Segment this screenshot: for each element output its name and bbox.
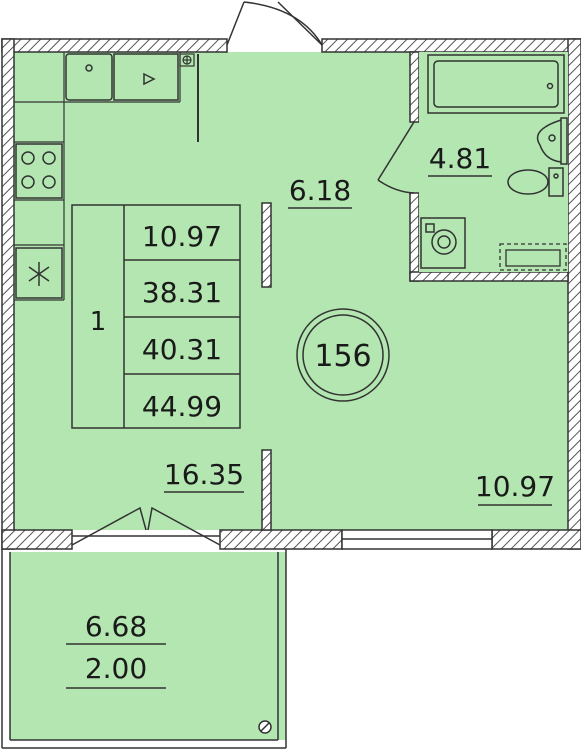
- stove-icon: [15, 143, 63, 199]
- wall-bottom-mid: [219, 529, 343, 550]
- bathtub-icon: [427, 54, 565, 114]
- sink-icon: [65, 53, 179, 101]
- balcony-fixings: [258, 720, 272, 734]
- bathroom-wall-left: [409, 51, 420, 123]
- wall-bottom-right: [491, 529, 581, 550]
- entrance-door: [226, 1, 323, 46]
- bathroom-wall-left-low: [409, 192, 420, 282]
- window-bottom: [341, 529, 493, 550]
- balcony-door: [71, 506, 221, 546]
- wall-top-left: [1, 38, 228, 53]
- wall-left: [1, 38, 15, 550]
- unit-number-badge: [296, 308, 390, 402]
- wall-bottom-left: [1, 529, 73, 550]
- interior-walls: [261, 51, 569, 531]
- balcony-reduced-area-label: 2.00: [85, 652, 147, 685]
- outer-walls: [1, 38, 581, 550]
- fridge-icon: [15, 247, 63, 299]
- unit-number: 156: [314, 339, 371, 374]
- kitchen-area-summary: 10.97: [142, 220, 222, 253]
- kitchen-area-label: 16.35: [164, 458, 244, 491]
- bathroom-door: [377, 121, 415, 194]
- partition-hall-upper: [261, 202, 272, 288]
- faucet-icon: [179, 53, 199, 142]
- total-area-summary: 40.31: [142, 333, 222, 366]
- wall-right: [567, 38, 581, 550]
- balcony-area-label: 6.68: [85, 610, 147, 643]
- washbasin-icon: [536, 117, 568, 165]
- partition-hall-lower: [261, 449, 272, 531]
- living-area-summary: 38.31: [142, 276, 222, 309]
- area-summary-table: [71, 204, 241, 429]
- wall-top-right: [321, 38, 581, 53]
- balcony-floor: [10, 552, 286, 740]
- rooms-count: 1: [90, 307, 107, 337]
- bathroom-wall-bottom: [409, 271, 569, 282]
- washing-machine-icon: [420, 217, 466, 269]
- bedroom-area-label: 10.97: [475, 470, 555, 503]
- toilet-icon: [507, 167, 564, 197]
- hall-area-label: 6.18: [289, 174, 351, 207]
- kitchen-counter: [14, 52, 181, 301]
- total-with-balcony-summary: 44.99: [142, 390, 222, 423]
- balcony-walls: [1, 549, 287, 749]
- ventilation-icon: [499, 243, 567, 271]
- bathroom-area-label: 4.81: [429, 142, 491, 175]
